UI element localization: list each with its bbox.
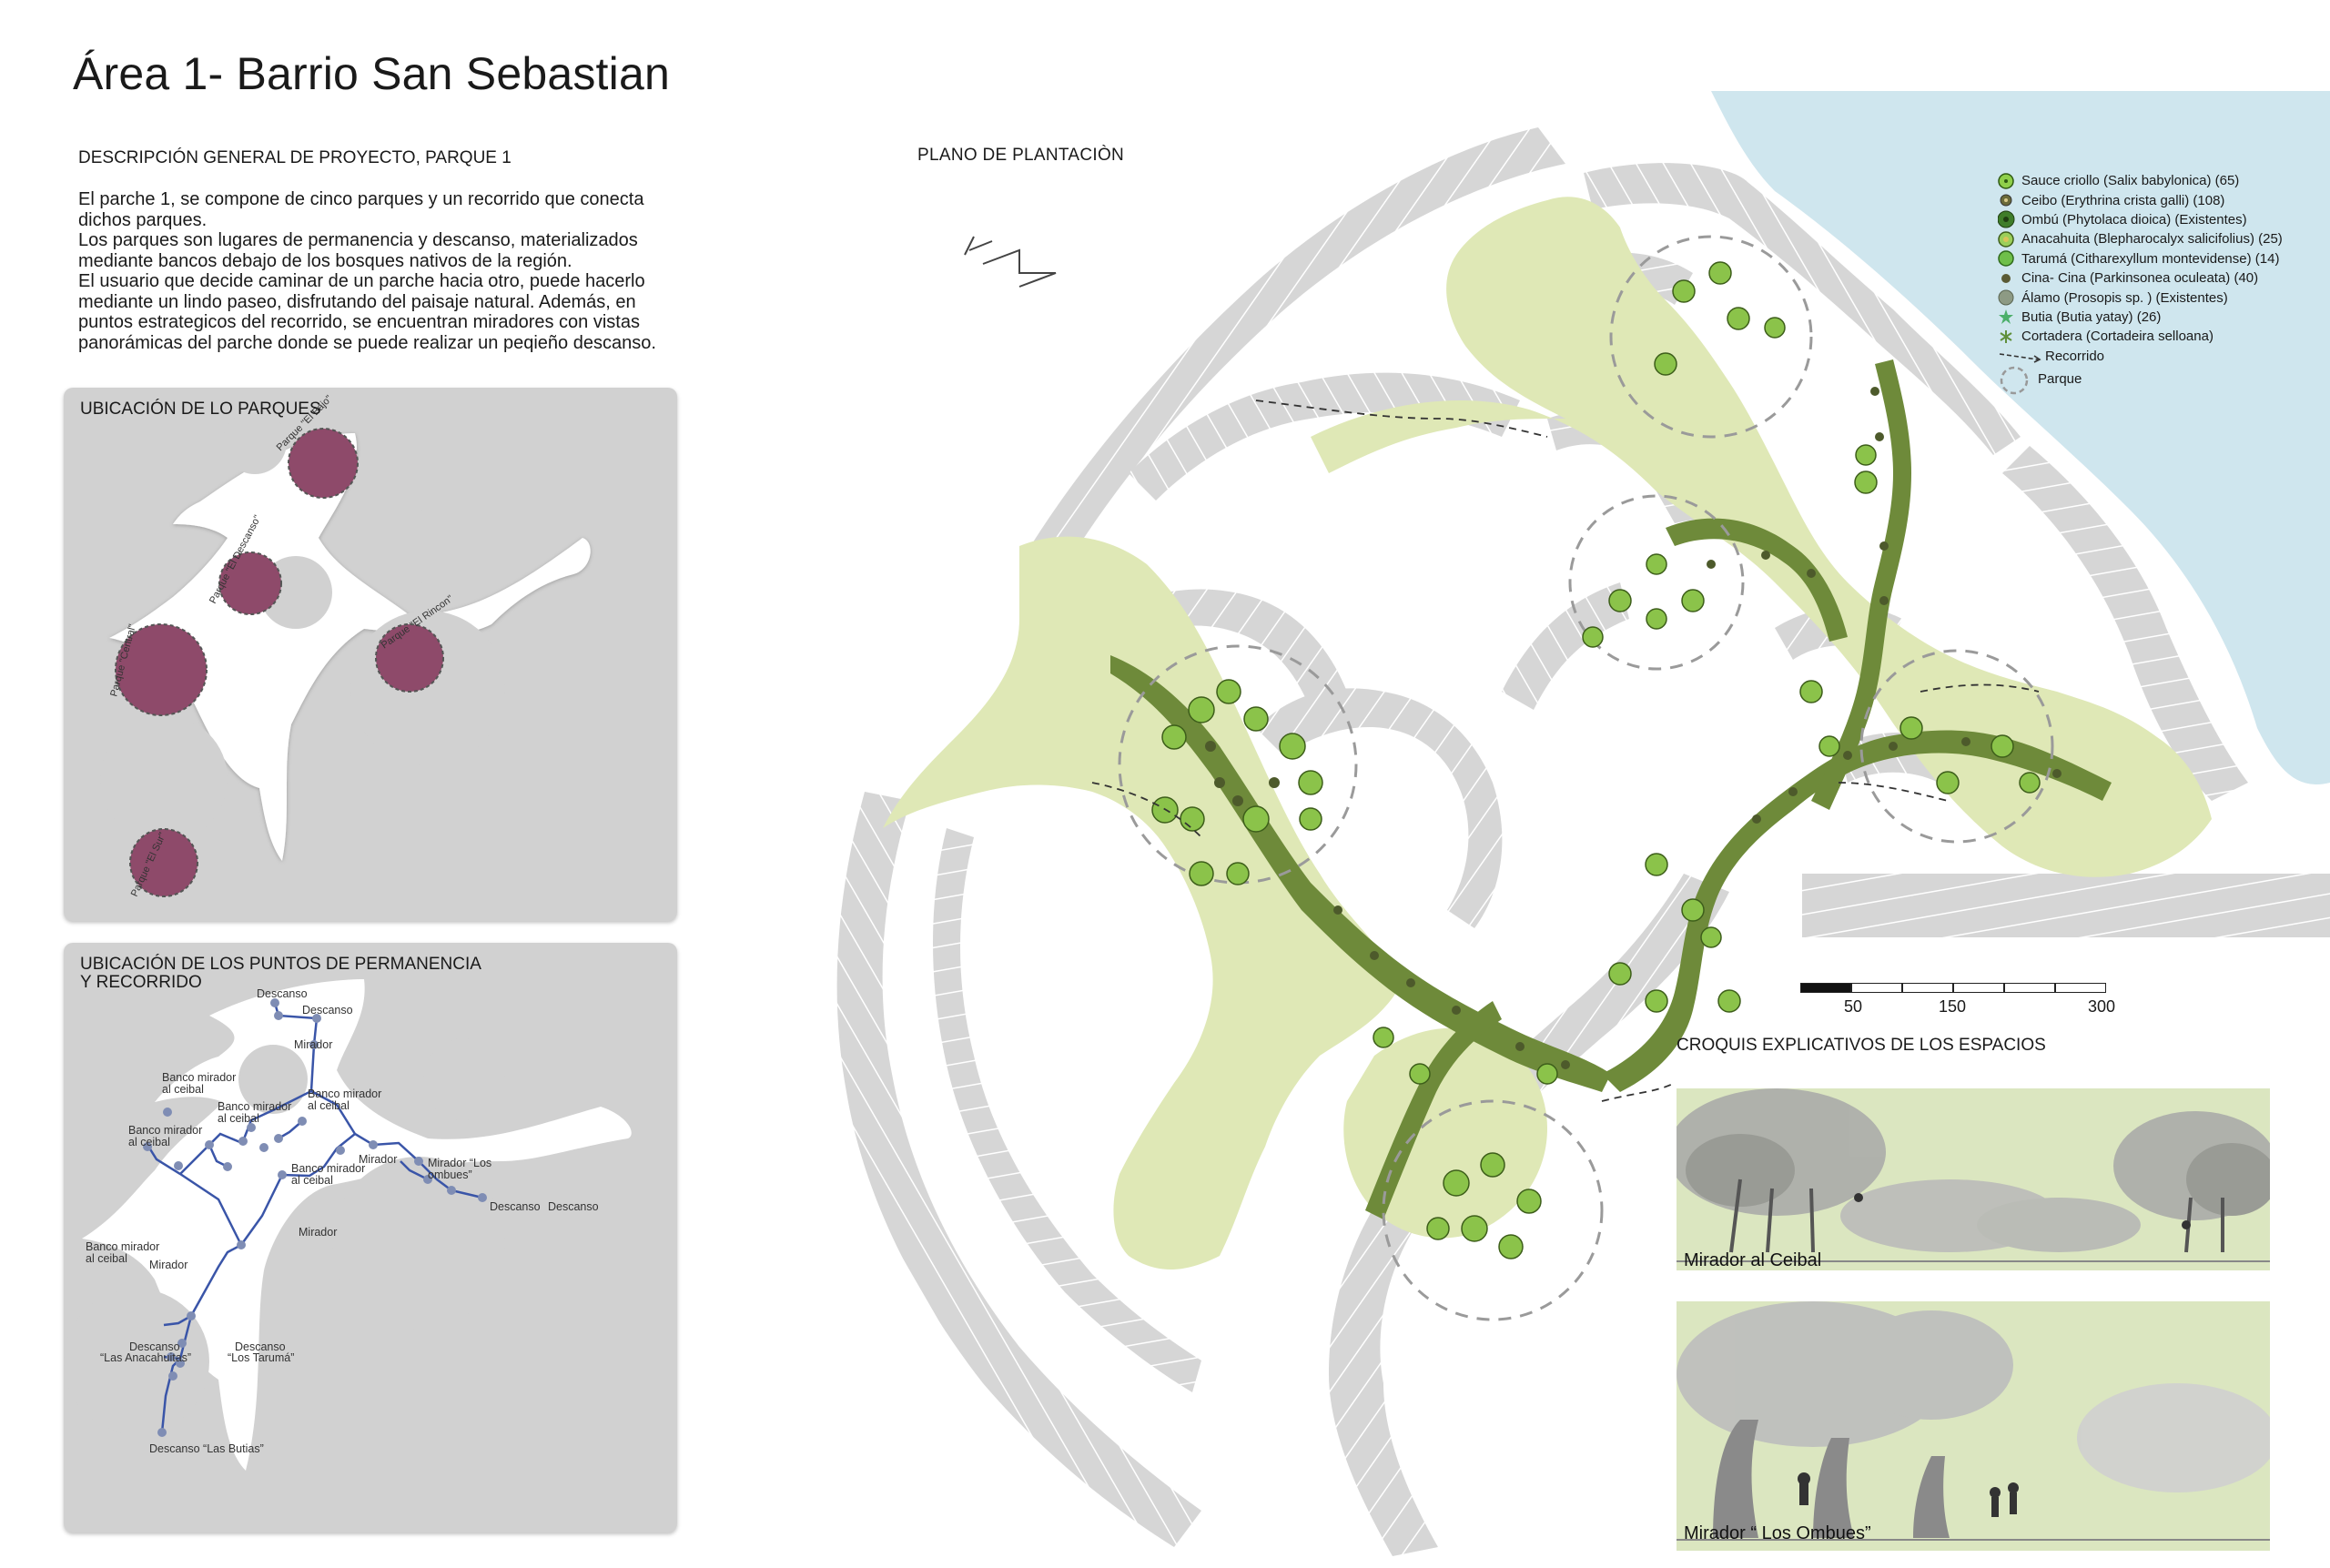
park-circles (115, 428, 444, 897)
point-label: Banco mirador (308, 1087, 381, 1100)
description-heading: DESCRIPCIÓN GENERAL DE PROYECTO, PARQUE … (78, 148, 512, 167)
legend-item: Anacahuita (Blepharocalyx salicifolius) … (1998, 229, 2307, 248)
point-label: ombues” (428, 1168, 472, 1181)
water-body (1711, 91, 2330, 784)
scale-label: 300 (2088, 997, 2116, 1016)
points-location-panel: Descanso Descanso Mirador Banco mirador … (64, 943, 677, 1533)
anacahuita-icon (1998, 230, 2021, 248)
sketch-caption: Mirador al Ceibal (1684, 1250, 1822, 1270)
point-label: Banco mirador (218, 1100, 291, 1113)
taruma-icon (1998, 249, 2021, 268)
description-line: dichos parques. (78, 209, 208, 230)
point-label: “Las Anacahuitas” (100, 1351, 191, 1364)
park-el-descanso (218, 551, 282, 615)
ombu-icon (1997, 210, 2021, 228)
point-label: “Los Tarumá” (228, 1351, 294, 1364)
point-label: Descanso (235, 1340, 286, 1353)
recorrido-icon (1998, 347, 2045, 365)
scale-label: 50 (1844, 997, 1863, 1016)
planting-plan-map (836, 91, 2330, 1556)
point-label: al ceibal (291, 1174, 333, 1187)
point-label: Mirador (149, 1259, 187, 1271)
route-path (1091, 400, 2040, 1102)
sketches-heading: CROQUIS EXPLICATIVOS DE LOS ESPACIOS (1677, 1036, 2046, 1055)
points-route-diagram: Descanso Descanso Mirador Banco mirador … (64, 979, 632, 1471)
description-line: mediante un lindo paseo, disfrutando del… (78, 291, 636, 312)
parks-location-panel: Parque "El Bajo" Parque "El Descanso" Pa… (64, 388, 677, 921)
legend-item: Ceibo (Erythrina crista galli) (108) (1998, 190, 2307, 209)
description-line: puntos estrategicos del recorrido, se en… (78, 312, 640, 332)
point-label: Mirador (359, 1153, 397, 1166)
sketch-mirador-ceibal: Mirador al Ceibal (1677, 1088, 2270, 1270)
sketch-caption: Mirador “ Los Ombues” (1684, 1523, 1871, 1543)
point-label: Banco mirador (162, 1071, 236, 1084)
description-body: El parche 1, se compone de cinco parques… (78, 189, 697, 353)
legend-item: Parque (1998, 366, 2307, 395)
legend-item: Recorrido (1998, 347, 2307, 366)
point-label: Descanso (490, 1200, 541, 1213)
park-el-sur (129, 828, 198, 897)
description-line: mediante bancos debajo de los bosques na… (78, 250, 572, 271)
description-line: Los parques son lugares de permanencia y… (78, 230, 638, 250)
scale-label: 150 (1939, 997, 1967, 1016)
park-el-bajo (288, 428, 359, 499)
sketch-illustration (1677, 1301, 2270, 1551)
legend-item: Sauce criollo (Salix babylonica) (65) (1998, 171, 2307, 190)
sketch-mirador-los-ombues: Mirador “ Los Ombues” (1677, 1301, 2270, 1551)
legend-item: Ombú (Phytolaca dioica) (Existentes) (1997, 210, 2307, 229)
points-heading-line: Y RECORRIDO (80, 973, 202, 992)
ceibo-icon (1998, 191, 2021, 209)
description-line: El usuario que decide caminar de un parc… (78, 271, 645, 291)
north-arrow-icon (964, 236, 1057, 288)
legend-item: Cina- Cina (Parkinsonea oculeata) (40) (1998, 268, 2307, 288)
plan-trees (1151, 261, 2041, 1259)
park-central (115, 623, 208, 716)
cina-icon (1998, 269, 2021, 288)
alamo-icon (1998, 288, 2021, 307)
point-label: al ceibal (86, 1252, 127, 1265)
scale-bar: 50 150 300 (1800, 983, 2115, 1037)
point-label: Descanso (257, 987, 308, 1000)
point-label: Descanso (302, 1004, 353, 1017)
park-boundaries (1118, 235, 2054, 1321)
parque-icon (1998, 366, 2038, 395)
legend-item: Cortadera (Cortadeira selloana) (1998, 327, 2307, 346)
point-label: al ceibal (128, 1136, 170, 1148)
point-label: Descanso “Las Butias” (149, 1442, 264, 1455)
point-label: Mirador “Los (428, 1157, 491, 1169)
parks-panel-heading: UBICACIÓN DE LO PARQUES (80, 400, 321, 419)
legend-item: Butia (Butia yatay) (26) (1998, 308, 2307, 327)
points-heading-line: UBICACIÓN DE LOS PUNTOS DE PERMANENCIA (80, 955, 481, 974)
legend-item: Álamo (Prosopis sp. ) (Existentes) (1998, 288, 2307, 307)
points-panel-heading: UBICACIÓN DE LOS PUNTOS DE PERMANENCIA Y… (80, 956, 481, 992)
point-label: al ceibal (308, 1099, 350, 1112)
point-label: Banco mirador (86, 1240, 159, 1253)
plan-legend: Sauce criollo (Salix babylonica) (65) Ce… (1997, 171, 2307, 395)
point-label: al ceibal (218, 1112, 259, 1125)
point-label: Mirador (294, 1038, 332, 1051)
description-line: panorámicas del parche donde se puede re… (78, 332, 656, 353)
legend-item: Tarumá (Citharexyllum montevidense) (14) (1998, 249, 2307, 268)
route-nodes (143, 998, 487, 1437)
point-label: Mirador (299, 1226, 337, 1239)
point-label: Descanso (548, 1200, 599, 1213)
point-label: Banco mirador (291, 1162, 365, 1175)
plan-heading: PLANO DE PLANTACIÒN (917, 146, 1125, 165)
park-el-rincon (375, 623, 444, 693)
page-title: Área 1- Barrio San Sebastian (73, 48, 670, 99)
butia-icon (1998, 308, 2021, 326)
sauce-icon (1998, 172, 2021, 190)
parks-location-diagram: Parque "El Bajo" Parque "El Descanso" Pa… (100, 393, 591, 898)
cortadera-icon (1998, 328, 2021, 346)
point-label: al ceibal (162, 1083, 204, 1096)
description-line: El parche 1, se compone de cinco parques… (78, 189, 644, 209)
point-label: Banco mirador (128, 1124, 202, 1137)
sketch-illustration (1677, 1088, 2270, 1270)
points-path-shape (82, 979, 632, 1471)
point-label: Descanso (129, 1340, 180, 1353)
